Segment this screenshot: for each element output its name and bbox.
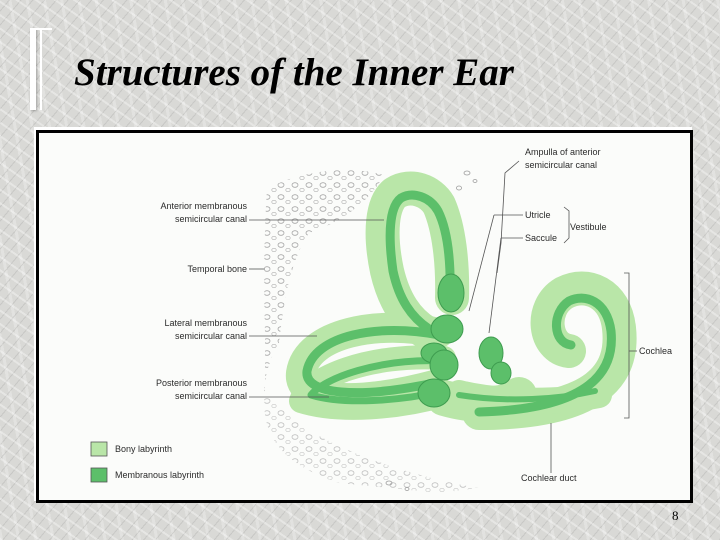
- accent-bar: [40, 28, 42, 110]
- label-temporal-bone: Temporal bone: [187, 264, 247, 274]
- label-utricle: Utricle: [525, 210, 551, 220]
- label-anterior-membranous-line2: semicircular canal: [175, 214, 247, 224]
- posterior-ampulla-sac: [417, 378, 451, 408]
- inner-ear-figure: Anterior membranous semicircular canal T…: [36, 130, 693, 503]
- label-ampulla-line2: semicircular canal: [525, 160, 597, 170]
- saccule-sac: [478, 336, 504, 370]
- temporal-bone-dots: [385, 170, 478, 491]
- vestibule-sacs: [417, 273, 512, 408]
- ampulla-sac: [437, 273, 465, 313]
- accent-bar: [30, 28, 52, 30]
- inner-ear-diagram: Anterior membranous semicircular canal T…: [90, 147, 672, 493]
- utricle-sac: [430, 314, 464, 344]
- leader-lines: [249, 160, 637, 473]
- label-lateral-membranous-line1: Lateral membranous: [164, 318, 247, 328]
- label-vestibule: Vestibule: [570, 222, 607, 232]
- membranous-labyrinth: [302, 190, 616, 417]
- saccule-lower-sac: [490, 361, 512, 385]
- diagram-labels: Anterior membranous semicircular canal T…: [156, 147, 672, 483]
- label-posterior-membranous-line1: Posterior membranous: [156, 378, 248, 388]
- temporal-bone: [264, 170, 384, 403]
- label-ampulla-line1: Ampulla of anterior: [525, 147, 601, 157]
- label-lateral-membranous-line2: semicircular canal: [175, 331, 247, 341]
- vestibule-sac: [429, 349, 459, 381]
- label-posterior-membranous-line2: semicircular canal: [175, 391, 247, 401]
- page-number: 8: [672, 508, 679, 523]
- temporal-bone: [264, 395, 479, 493]
- legend-swatch-membranous: [90, 467, 108, 483]
- legend: Bony labyrinth Membranous labyrinth: [90, 441, 204, 483]
- accent-bar: [30, 28, 36, 110]
- legend-label-bony: Bony labyrinth: [115, 444, 172, 454]
- label-saccule: Saccule: [525, 233, 557, 243]
- label-cochlear-duct: Cochlear duct: [521, 473, 577, 483]
- label-cochlea: Cochlea: [639, 346, 672, 356]
- slide-accent-bars: [30, 28, 52, 110]
- slide-title: Structures of the Inner Ear: [74, 51, 514, 94]
- label-anterior-membranous-line1: Anterior membranous: [160, 201, 247, 211]
- legend-swatch-bony: [90, 441, 108, 457]
- legend-label-membranous: Membranous labyrinth: [115, 470, 204, 480]
